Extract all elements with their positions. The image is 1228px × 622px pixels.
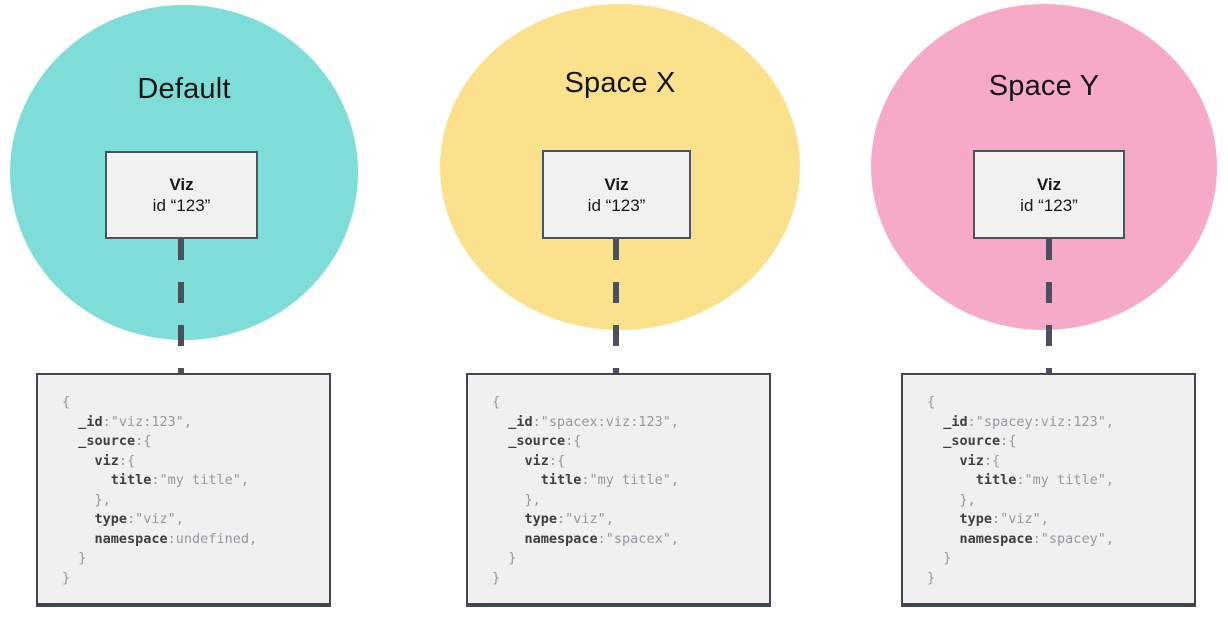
space-title-spacey: Space Y [988, 70, 1100, 102]
viz-node-name: Viz [1036, 174, 1062, 194]
viz-node-id: id “123” [152, 196, 211, 215]
viz-node-default: Viz id “123” [105, 151, 258, 239]
viz-node-spacey: Viz id “123” [973, 150, 1125, 239]
viz-node-id: id “123” [587, 195, 646, 215]
viz-node-spacex: Viz id “123” [542, 150, 691, 239]
viz-node-name: Viz [604, 174, 629, 194]
connector-dashed-line [1046, 239, 1052, 373]
saved-object-doc-spacex: { _id:"spacex:viz:123", _source:{ viz:{ … [466, 373, 771, 607]
connector-dashed-line [178, 239, 184, 373]
saved-object-doc-default: { _id:"viz:123", _source:{ viz:{ title:"… [36, 373, 331, 607]
viz-node-name: Viz [169, 175, 194, 194]
space-title-default: Default [137, 73, 231, 105]
saved-object-doc-spacey: { _id:"spacey:viz:123", _source:{ viz:{ … [901, 373, 1196, 607]
connector-dashed-line [613, 239, 619, 373]
viz-node-id: id “123” [1020, 195, 1078, 215]
space-title-spacex: Space X [564, 67, 676, 99]
